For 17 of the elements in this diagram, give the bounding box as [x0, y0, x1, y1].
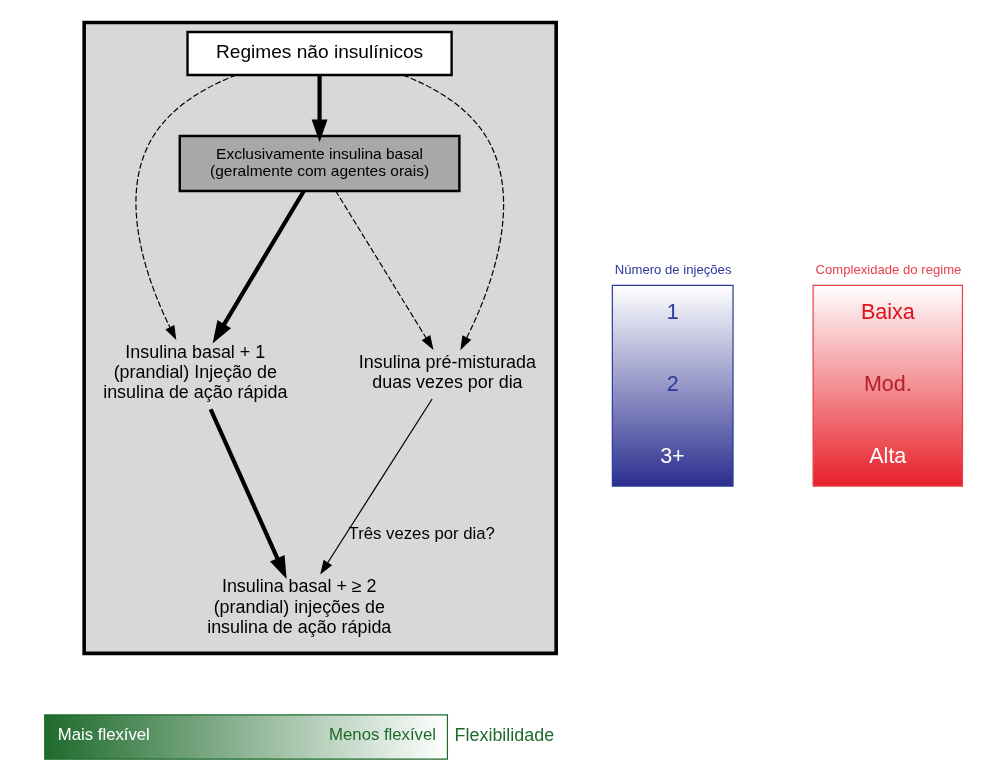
node-text: Insulina pré-misturada duas vezes por dia	[358, 351, 537, 393]
node-label: Número de injeções	[614, 262, 732, 278]
node-label: Flexibilidade	[454, 725, 555, 746]
cluster	[82, 20, 558, 656]
node-box: Regimes não insulínicos	[186, 30, 453, 77]
arrow	[311, 75, 328, 143]
node-box: Exclusivamente insulina basal (geralmente com agentes orais)	[178, 134, 461, 193]
arrow	[320, 398, 433, 575]
edge-label: Três vezes por dia?	[348, 523, 495, 543]
node-label: Complexidade do regime	[815, 262, 962, 278]
arrow	[212, 189, 306, 344]
arrow	[402, 74, 505, 351]
arrow	[208, 408, 287, 580]
arrow	[335, 190, 434, 350]
node-text: Insulina basal + 1 (prandial) Injeção de insulina de ação rápida	[103, 341, 288, 403]
node-text: Insulina basal + ≥ 2 (prandial) injeções de insulina de ação rápida	[207, 576, 392, 638]
arrow	[135, 74, 237, 341]
